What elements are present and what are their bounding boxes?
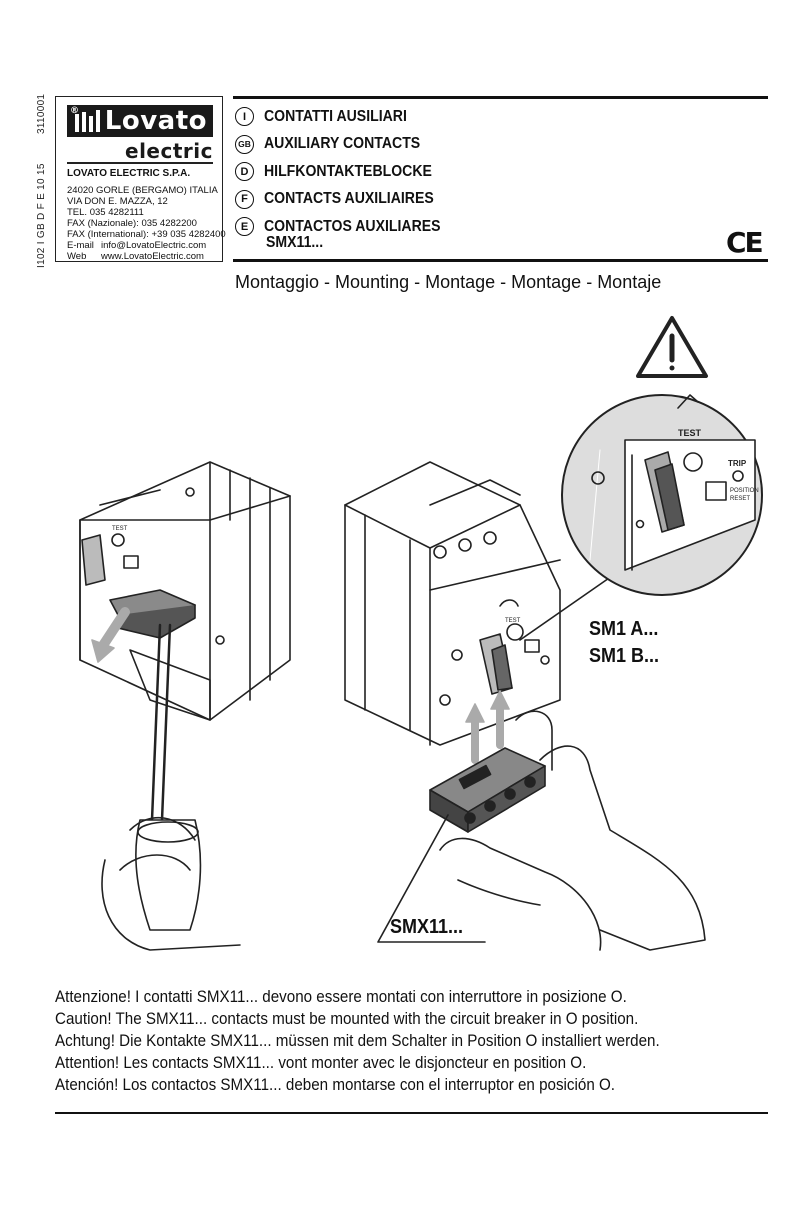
company-name: LOVATO ELECTRIC S.P.A. [67,168,191,179]
mounting-illustration: TEST TRIP POSITION RESET TEST TEST [79,316,763,951]
product-code: SMX11... [266,234,324,251]
address-line: TEL. 035 4282111 [67,207,144,218]
document-code: 3110001 [36,93,47,134]
address-line: VIA DON E. MAZZA, 12 [67,196,168,207]
language-row-fr: F CONTACTS AUXILIAIRES [235,186,465,214]
header-bottom-rule [233,259,768,262]
web-link[interactable]: www.LovatoElectric.com [101,251,204,262]
registered-mark: ® [70,106,80,116]
language-title: CONTACTOS AUXILIARES [264,217,441,235]
label-sm1-b: SM1 B... [589,645,660,667]
warning-texts: Attenzione! I contatti SMX11... devono e… [55,986,712,1096]
language-badge: GB [235,134,254,154]
language-badge: F [235,189,254,209]
language-badge: I [235,107,254,127]
warning-fr: Attention! Les contacts SMX11... vont mo… [55,1054,587,1072]
language-title: CONTATTI AUSILIARI [264,107,407,125]
zoom-detail-drawing [561,394,763,596]
language-title: AUXILIARY CONTACTS [264,135,421,153]
email-line: E-mail info@LovatoElectric.com [67,240,226,251]
address-line: FAX (International): +39 035 4282400 [67,229,226,240]
left-breaker-drawing [79,461,291,721]
language-title: CONTACTS AUXILIAIRES [264,190,434,208]
company-address: 24020 GORLE (BERGAMO) ITALIA VIA DON E. … [67,185,226,262]
lovato-logo: ® Lovato [67,105,213,137]
address-line: FAX (Nazionale): 035 4282200 [67,218,197,229]
header-top-rule [233,96,768,99]
zoom-trip-label: TRIP [728,459,747,468]
web-label: Web [67,251,87,262]
label-smx11: SMX11... [390,916,464,938]
language-badge: D [235,162,254,182]
language-row-it: I CONTATTI AUSILIARI [235,103,465,131]
warning-gb: Caution! The SMX11... contacts must be m… [55,1010,639,1028]
web-line: Web www.LovatoElectric.com [67,251,226,262]
zoom-position-label: POSITION [730,488,759,494]
revision-code: I102 I GB D F E 10 15 [36,163,47,268]
smx11-contact-block-drawing [429,747,546,833]
language-badge: E [235,217,254,237]
right-breaker-drawing [344,461,561,764]
logo-wordmark: Lovato [104,106,207,136]
language-title: HILFKONTAKTEBLOCKE [264,162,432,180]
language-row-de: D HILFKONTAKTEBLOCKE [235,158,465,186]
logo-subtitle: electric [125,139,213,163]
logo-divider [67,162,213,164]
zoom-reset-label: RESET [730,496,750,502]
footer-rule [55,1112,768,1114]
warning-es: Atención! Los contactos SMX11... deben m… [55,1076,616,1094]
label-sm1-a: SM1 A... [589,618,659,640]
zoom-test-label: TEST [678,428,702,438]
address-line: 24020 GORLE (BERGAMO) ITALIA [67,185,218,196]
breaker-test-label: TEST [505,618,521,624]
ce-mark-icon: CE [726,226,764,259]
screwdriver-hand-drawing [101,623,241,951]
email-link[interactable]: info@LovatoElectric.com [101,240,207,251]
warning-it: Attenzione! I contatti SMX11... devono e… [55,988,627,1006]
warning-de: Achtung! Die Kontakte SMX11... müssen mi… [55,1032,660,1050]
mounting-title: Montaggio - Mounting - Montage - Montage… [235,272,662,292]
language-row-es: E CONTACTOS AUXILIARES [235,213,465,241]
holding-hand-drawing [439,710,706,951]
logo-bars-icon [75,110,100,132]
warning-triangle-icon [636,316,708,378]
left-breaker-test-label: TEST [112,526,128,532]
company-info-box: ® Lovato electric LOVATO ELECTRIC S.P.A.… [55,96,226,262]
email-label: E-mail [67,240,94,251]
language-titles: I CONTATTI AUSILIARI GB AUXILIARY CONTAC… [235,103,465,241]
language-row-gb: GB AUXILIARY CONTACTS [235,131,465,159]
